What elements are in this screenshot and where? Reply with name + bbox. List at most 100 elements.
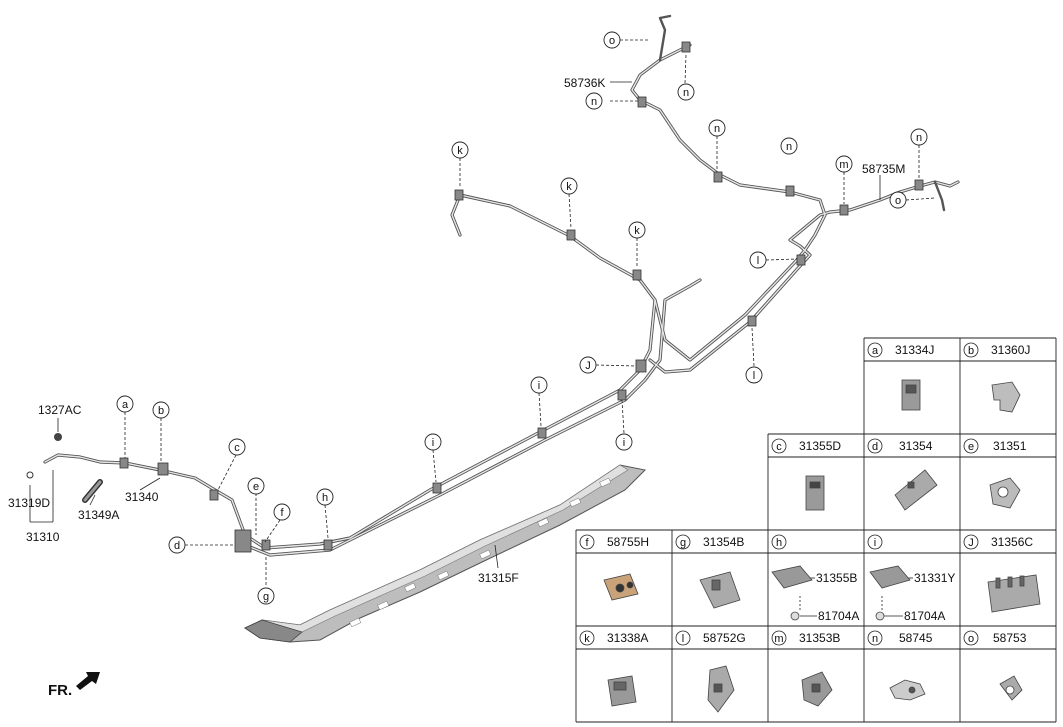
callout-k3: k: [628, 221, 646, 239]
svg-text:i: i: [874, 537, 876, 549]
svg-text:k: k: [457, 145, 463, 157]
label-58735M: 58735M: [862, 162, 905, 176]
fr-label: FR.: [48, 682, 72, 699]
svg-text:31354: 31354: [899, 439, 933, 453]
legend-cell-d: d 31354: [867, 438, 933, 454]
callout-i2: i: [530, 376, 548, 394]
svg-text:n: n: [591, 96, 597, 108]
callout-e: e: [247, 477, 265, 495]
svg-text:l: l: [682, 633, 684, 645]
part-31356C-icon: [987, 574, 1041, 613]
legend-cell-i: i: [867, 534, 883, 550]
svg-text:31360J: 31360J: [991, 343, 1030, 357]
svg-text:31356C: 31356C: [991, 535, 1033, 549]
label-31315F: 31315F: [478, 571, 519, 585]
svg-text:k: k: [566, 181, 572, 193]
part-31331Y-icon: [869, 565, 911, 621]
svg-text:31338A: 31338A: [607, 631, 648, 645]
svg-text:n: n: [872, 633, 878, 645]
svg-text:n: n: [786, 141, 792, 153]
callout-k1: k: [451, 141, 469, 159]
callout-f: f: [273, 503, 291, 521]
callout-n4: n: [780, 137, 798, 155]
callout-k2: k: [560, 177, 578, 195]
svg-text:31351: 31351: [993, 439, 1027, 453]
legend-cell-o: o 58753: [963, 630, 1027, 646]
svg-text:i: i: [538, 380, 540, 392]
callout-m: m: [835, 155, 853, 173]
front-arrow-icon: [76, 672, 100, 690]
callout-o1: o: [603, 31, 621, 49]
legend-i-sub1: 31331Y: [914, 571, 955, 585]
label-31319D: 31319D: [8, 496, 50, 510]
callout-n3: n: [708, 119, 726, 137]
part-31360J-icon: [991, 381, 1021, 413]
svg-text:o: o: [895, 195, 901, 207]
svg-text:o: o: [968, 633, 974, 645]
svg-text:c: c: [234, 442, 240, 454]
leader-lines: [29, 39, 936, 585]
callout-l1: l: [749, 251, 767, 269]
svg-text:f: f: [280, 507, 284, 519]
svg-text:l: l: [753, 370, 755, 382]
svg-text:c: c: [776, 441, 782, 453]
callout-h: h: [316, 488, 334, 506]
part-31355B-icon: [771, 565, 813, 621]
svg-text:m: m: [774, 633, 783, 645]
callout-n1: n: [677, 83, 695, 101]
part-31353B-icon: [801, 671, 833, 707]
svg-text:J: J: [585, 360, 591, 372]
svg-text:k: k: [634, 225, 640, 237]
svg-text:n: n: [683, 87, 689, 99]
part-58755H-icon: [603, 573, 639, 601]
svg-text:d: d: [174, 540, 180, 552]
svg-text:31355D: 31355D: [799, 439, 841, 453]
legend-cell-m: m 31353B: [771, 630, 840, 646]
label-58736K: 58736K: [564, 76, 605, 90]
legend-i-sub2: 81704A: [904, 609, 945, 623]
legend-cell-k: k 31338A: [579, 630, 648, 646]
part-31354B-icon: [699, 571, 741, 609]
callouts: a b c d e f g h i i i J k k k l l m n n …: [116, 31, 928, 605]
part-31354-icon: [894, 469, 938, 511]
part-58752G-icon: [707, 665, 735, 713]
svg-text:31353B: 31353B: [799, 631, 840, 645]
part-58745-icon: [889, 679, 926, 701]
svg-text:58752G: 58752G: [703, 631, 746, 645]
svg-text:J: J: [968, 537, 974, 549]
svg-text:l: l: [757, 255, 759, 267]
callout-i3: i: [615, 433, 633, 451]
front-direction-indicator: FR.: [48, 672, 100, 699]
legend-table: [575, 337, 1057, 723]
part-31355D-icon: [805, 475, 825, 511]
svg-text:d: d: [872, 441, 878, 453]
label-31340: 31340: [125, 490, 159, 504]
callout-d: d: [168, 536, 186, 554]
legend-h-sub1: 31355B: [816, 571, 857, 585]
svg-text:k: k: [584, 633, 590, 645]
svg-text:h: h: [322, 492, 328, 504]
underbody-shield-31315F: [243, 464, 647, 643]
svg-text:h: h: [776, 537, 782, 549]
svg-text:m: m: [839, 159, 848, 171]
svg-text:b: b: [968, 345, 974, 357]
svg-text:a: a: [122, 399, 129, 411]
label-1327AC: 1327AC: [38, 403, 82, 417]
part-58753-icon: [999, 675, 1023, 701]
callout-g: g: [257, 587, 275, 605]
svg-text:31334J: 31334J: [895, 343, 934, 357]
callout-b: b: [152, 401, 170, 419]
part-31334J-icon: [901, 379, 921, 411]
label-31349A: 31349A: [78, 508, 119, 522]
svg-text:n: n: [916, 132, 922, 144]
svg-text:58753: 58753: [993, 631, 1027, 645]
legend-part-illustrations: [603, 379, 1041, 713]
part-31351-icon: [989, 477, 1021, 509]
legend-cell-J: J 31356C: [963, 534, 1033, 550]
